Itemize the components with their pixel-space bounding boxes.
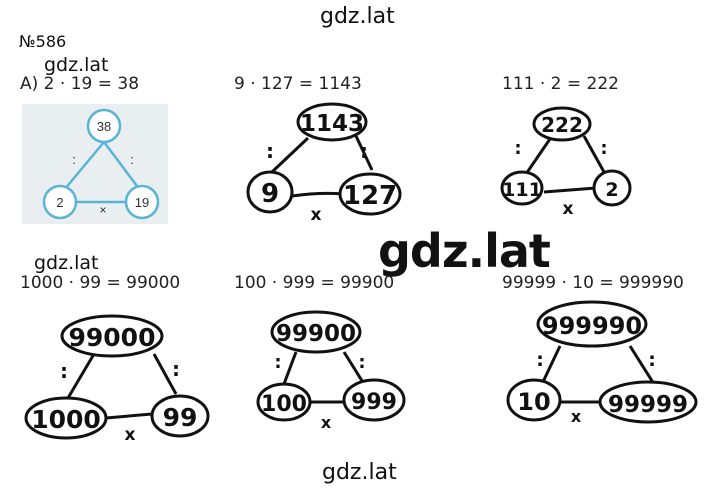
node-right-2-value: 127 xyxy=(343,181,397,211)
op-right-4: : xyxy=(172,357,180,381)
node-left-3-value: 111 xyxy=(502,179,542,201)
op-right-1: : xyxy=(130,152,134,167)
node-right-5-value: 999 xyxy=(351,390,397,415)
op-right-2: : xyxy=(360,139,368,163)
triangle-diagram-4: 99000 1000 99 : : x xyxy=(24,314,210,445)
node-right-6 xyxy=(598,380,698,424)
node-left-5 xyxy=(256,382,312,422)
node-left-3 xyxy=(500,170,544,206)
node-top-2 xyxy=(296,102,368,142)
op-bottom-1: × xyxy=(99,203,106,217)
op-left-6: : xyxy=(536,349,544,371)
node-top-1-value: 38 xyxy=(97,119,111,134)
watermark-middle-left: gdz.lat xyxy=(34,252,99,274)
node-left-1 xyxy=(42,184,78,220)
op-bottom-6: x xyxy=(571,407,582,426)
node-top-5-value: 99900 xyxy=(276,321,356,347)
op-right-3: : xyxy=(600,138,607,159)
node-top-4 xyxy=(60,314,164,358)
node-left-2 xyxy=(246,170,294,214)
watermark-center-big: gdz.lat xyxy=(378,224,551,278)
part-label-and-equation-1: А) 2 · 19 = 38 xyxy=(20,74,139,94)
node-right-3-value: 2 xyxy=(605,179,618,201)
node-right-4 xyxy=(150,394,210,438)
node-right-1 xyxy=(124,184,160,220)
node-right-6-value: 99999 xyxy=(608,392,688,418)
node-left-4 xyxy=(24,396,108,440)
equation-5: 100 · 999 = 99900 xyxy=(234,273,395,293)
op-left-2: : xyxy=(266,139,274,163)
node-left-6-value: 10 xyxy=(517,388,550,416)
node-right-5 xyxy=(342,378,406,422)
node-top-3-value: 222 xyxy=(541,113,583,137)
triangle-diagram-3: 222 111 2 : : x xyxy=(500,106,632,219)
node-left-4-value: 1000 xyxy=(31,405,101,434)
node-top-4-value: 99000 xyxy=(69,323,156,352)
node-top-3 xyxy=(532,106,592,142)
part-label: А) xyxy=(20,74,39,94)
op-left-5: : xyxy=(274,352,281,373)
equation-3: 111 · 2 = 222 xyxy=(502,74,619,94)
node-top-5 xyxy=(270,310,362,354)
equation-2: 9 · 127 = 1143 xyxy=(234,74,362,94)
triangle-diagram-1: 38 2 19 : : × xyxy=(42,108,160,220)
triangle-diagram-5: 99900 100 999 : : x xyxy=(256,310,406,432)
op-bottom-3: x xyxy=(563,199,574,219)
node-top-6 xyxy=(536,300,648,348)
op-bottom-4: x xyxy=(125,425,136,445)
op-left-3: : xyxy=(514,138,521,159)
op-left-1: : xyxy=(72,152,76,167)
equation-6: 99999 · 10 = 999990 xyxy=(502,273,684,293)
node-left-5-value: 100 xyxy=(261,392,307,417)
op-right-6: : xyxy=(648,349,656,371)
node-left-2-value: 9 xyxy=(261,179,279,209)
node-top-1 xyxy=(86,108,122,144)
node-left-6 xyxy=(506,378,562,422)
watermark-bottom: gdz.lat xyxy=(322,460,397,485)
equation-1: 2 · 19 = 38 xyxy=(43,74,140,94)
op-bottom-5: x xyxy=(321,413,332,432)
node-right-4-value: 99 xyxy=(163,403,198,432)
op-right-5: : xyxy=(358,352,365,373)
watermark-top: gdz.lat xyxy=(320,4,395,29)
triangle-diagram-2: 1143 9 127 : : x xyxy=(246,102,402,225)
node-top-2-value: 1143 xyxy=(300,111,364,137)
triangle-diagram-6: 999990 10 99999 : : x xyxy=(506,300,698,426)
problem-number: №586 xyxy=(19,32,67,50)
node-left-1-value: 2 xyxy=(56,195,63,210)
equation-4: 1000 · 99 = 99000 xyxy=(20,273,181,293)
node-right-1-value: 19 xyxy=(135,195,149,210)
watermark-upper-left: gdz.lat xyxy=(44,54,109,76)
op-bottom-2: x xyxy=(311,205,322,225)
op-left-4: : xyxy=(60,359,68,383)
node-right-3 xyxy=(592,169,632,207)
node-top-6-value: 999990 xyxy=(542,312,642,340)
node-right-2 xyxy=(338,172,402,216)
